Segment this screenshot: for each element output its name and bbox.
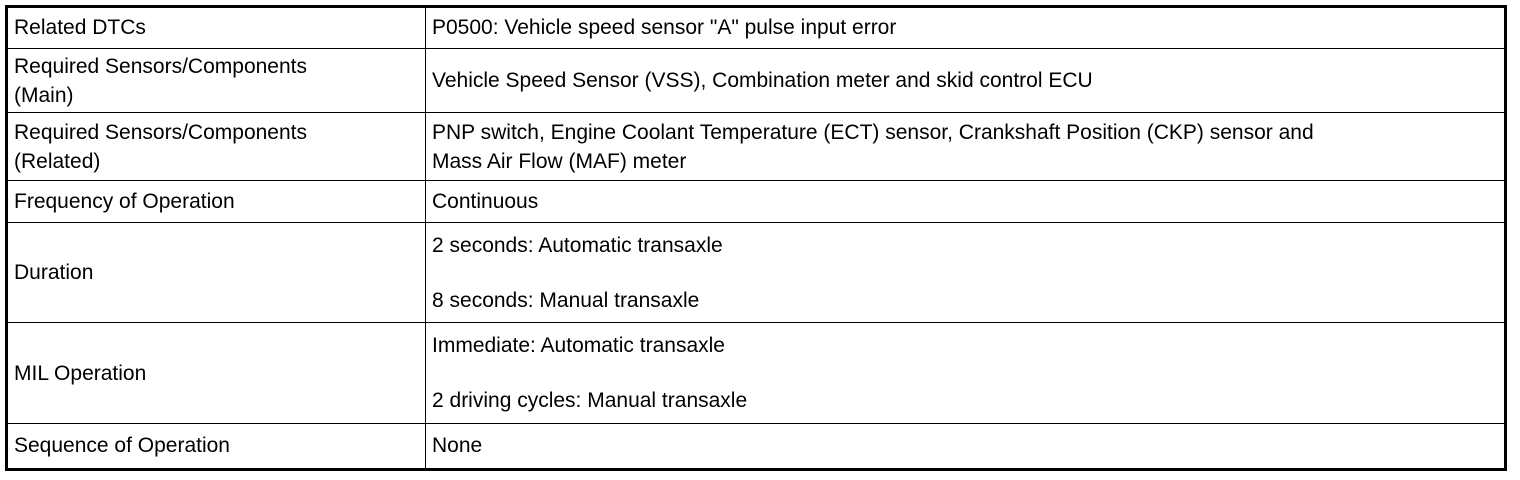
table-row: Frequency of Operation Continuous	[8, 180, 1504, 223]
table-row: Required Sensors/Components (Main) Vehic…	[8, 47, 1504, 114]
row-value: PNP switch, Engine Coolant Temperature (…	[425, 112, 1504, 182]
row-label: Duration	[8, 221, 426, 324]
row-value-text: Immediate: Automatic transaxle	[432, 334, 725, 358]
row-label: MIL Operation	[8, 322, 426, 424]
row-label-text: Sequence of Operation	[14, 434, 230, 458]
table-row: MIL Operation Immediate: Automatic trans…	[8, 322, 1504, 424]
dtc-info-table-frame: Related DTCs P0500: Vehicle speed sensor…	[5, 5, 1507, 471]
row-label: Sequence of Operation	[8, 422, 426, 468]
table-row: Related DTCs P0500: Vehicle speed sensor…	[8, 8, 1504, 49]
row-value-text: 8 seconds: Manual transaxle	[432, 288, 700, 312]
row-label-text: Required Sensors/Components	[14, 120, 307, 144]
row-label: Required Sensors/Components (Related)	[8, 112, 426, 182]
row-value-text: 2 driving cycles: Manual transaxle	[432, 389, 748, 413]
row-label-text: Frequency of Operation	[14, 190, 235, 214]
row-label-text: Required Sensors/Components	[14, 54, 307, 78]
row-value: None	[425, 422, 1504, 468]
row-value: Vehicle Speed Sensor (VSS), Combination …	[425, 47, 1504, 114]
row-value-text: Continuous	[432, 190, 539, 214]
row-value-text: None	[432, 434, 483, 458]
table-row: Duration 2 seconds: Automatic transaxle …	[8, 221, 1504, 324]
row-label-text: (Related)	[14, 149, 101, 173]
row-label-text: Duration	[14, 261, 94, 285]
row-label: Related DTCs	[8, 8, 426, 49]
row-value: Continuous	[425, 180, 1504, 223]
row-value-text: 2 seconds: Automatic transaxle	[432, 233, 723, 257]
row-value: Immediate: Automatic transaxle 2 driving…	[425, 322, 1504, 424]
dtc-info-table: Related DTCs P0500: Vehicle speed sensor…	[8, 8, 1504, 468]
row-label: Required Sensors/Components (Main)	[8, 47, 426, 114]
row-value: 2 seconds: Automatic transaxle 8 seconds…	[425, 221, 1504, 324]
row-value: P0500: Vehicle speed sensor "A" pulse in…	[425, 8, 1504, 49]
line-gap	[432, 360, 1498, 386]
row-value-text: Mass Air Flow (MAF) meter	[432, 149, 687, 173]
row-label-text: Related DTCs	[14, 16, 146, 40]
row-value-text: P0500: Vehicle speed sensor "A" pulse in…	[432, 16, 897, 40]
row-label-text: MIL Operation	[14, 361, 147, 385]
row-value-text: PNP switch, Engine Coolant Temperature (…	[432, 120, 1314, 144]
table-row: Required Sensors/Components (Related) PN…	[8, 112, 1504, 182]
row-label: Frequency of Operation	[8, 180, 426, 223]
table-row: Sequence of Operation None	[8, 422, 1504, 468]
row-value-text: Vehicle Speed Sensor (VSS), Combination …	[432, 69, 1093, 92]
line-gap	[432, 260, 1498, 286]
row-label-text: (Main)	[14, 83, 74, 107]
